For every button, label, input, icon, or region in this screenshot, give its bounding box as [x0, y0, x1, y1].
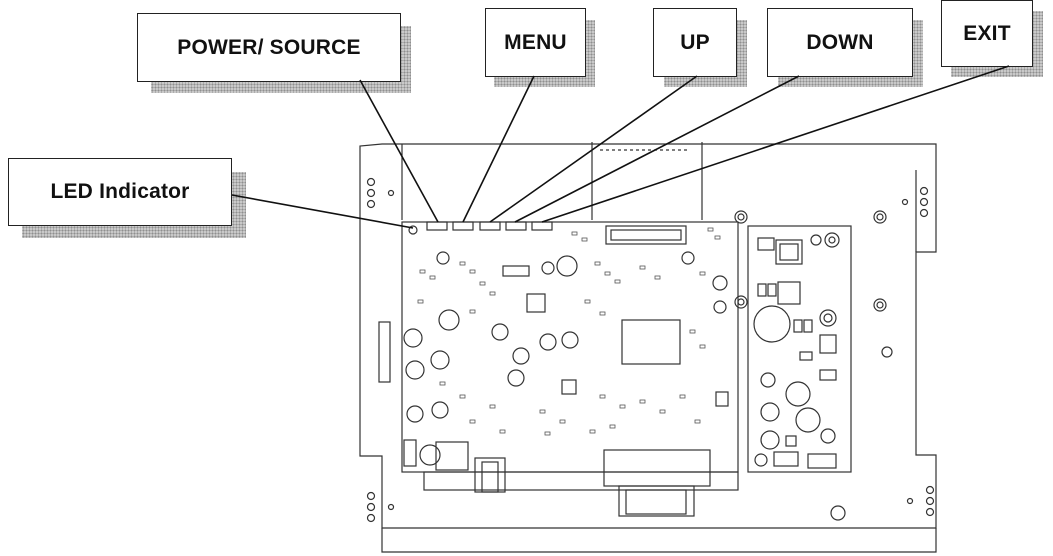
mount-hole — [366, 502, 376, 512]
power-jack — [435, 441, 469, 471]
menu-label: MENU — [504, 30, 567, 54]
main-chip — [621, 319, 681, 365]
button-up — [479, 221, 501, 231]
mount-hole — [387, 189, 395, 197]
side-header — [403, 439, 417, 467]
mount-hole — [919, 208, 929, 218]
mount-hole — [919, 197, 929, 207]
exit-label: EXIT — [963, 21, 1011, 45]
up-label: UP — [680, 30, 710, 54]
button-power-source — [426, 221, 448, 231]
vga-connector — [603, 449, 711, 487]
mount-hole — [366, 188, 376, 198]
mount-hole — [901, 198, 909, 206]
button-menu — [452, 221, 474, 231]
standoff — [734, 295, 748, 309]
power-source-label: POWER/ SOURCE — [177, 35, 361, 59]
inverter-board — [747, 225, 852, 473]
main-board — [401, 221, 739, 473]
chassis-outline — [359, 143, 937, 529]
ribbon-cable — [591, 142, 703, 220]
mount-hole — [387, 503, 395, 511]
mount-hole — [919, 186, 929, 196]
led-indicator-label: LED Indicator — [50, 180, 190, 203]
main-board-lower-edge — [423, 471, 739, 491]
mount-hole — [906, 497, 914, 505]
standoff — [830, 505, 846, 521]
button-down — [505, 221, 527, 231]
mount-hole — [366, 513, 376, 523]
mount-hole — [925, 485, 935, 495]
mount-hole — [366, 199, 376, 209]
chassis-inner-edge — [401, 144, 917, 252]
down-callout: DOWN — [767, 8, 913, 77]
standoff — [881, 346, 893, 358]
exit-callout: EXIT — [941, 0, 1033, 67]
mount-hole — [366, 177, 376, 187]
lcd-connector — [605, 225, 687, 245]
power-source-callout: POWER/ SOURCE — [137, 13, 401, 82]
button-exit — [531, 221, 553, 231]
standoff — [873, 210, 887, 224]
capacitor — [438, 309, 460, 331]
mount-hole — [925, 507, 935, 517]
mount-hole — [925, 496, 935, 506]
down-label: DOWN — [806, 30, 874, 54]
mount-hole — [366, 491, 376, 501]
led-indicator — [408, 225, 418, 235]
menu-callout: MENU — [485, 8, 586, 77]
side-connector — [378, 321, 391, 383]
led-callout: LED Indicator — [8, 158, 232, 226]
standoff — [873, 298, 887, 312]
standoff — [734, 210, 748, 224]
chassis-bottom-tab — [381, 528, 937, 553]
up-callout: UP — [653, 8, 737, 77]
